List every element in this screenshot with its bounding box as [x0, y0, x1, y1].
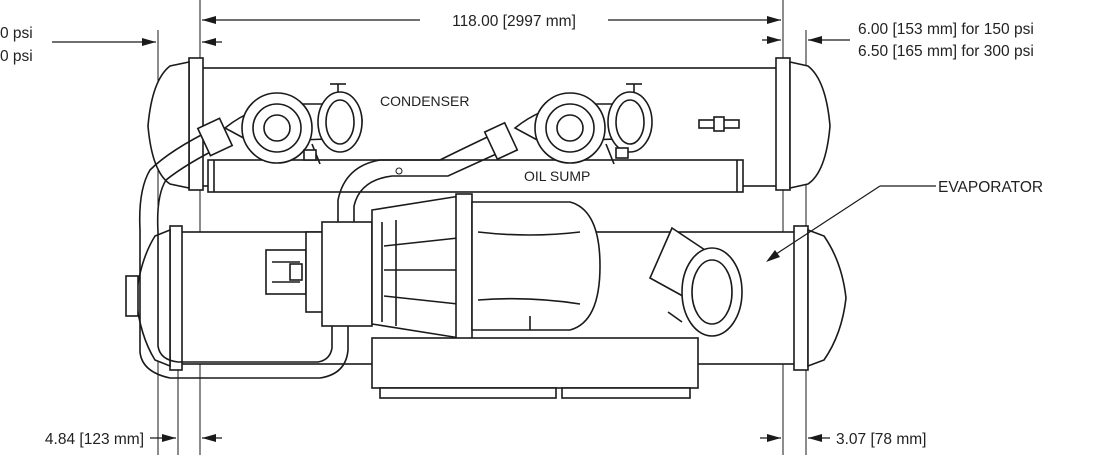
right-clearance-150-label: 6.00 [153 mm] for 150 psi — [858, 21, 1034, 38]
right-clearance-300-label: 6.50 [165 mm] for 300 psi — [858, 43, 1034, 60]
evaporator-label: EVAPORATOR — [938, 179, 1043, 196]
overall-length-label: 118.00 [2997 mm] — [452, 13, 576, 30]
left-tube-offset-dimension — [150, 434, 222, 442]
left-tube-offset-label: 4.84 [123 mm] — [45, 431, 144, 448]
oil-sump-sight-glass — [395, 167, 403, 175]
compressor-motor — [265, 193, 601, 341]
left-clearance-150-label: 0 psi — [0, 25, 33, 42]
overall-length-dimension — [202, 16, 781, 24]
left-clearance-dimension — [52, 38, 222, 46]
condenser-label: CONDENSER — [380, 93, 469, 109]
discharge-pipe-center — [337, 121, 519, 232]
suction-elbow-right — [513, 83, 653, 165]
left-clearance-300-label: 0 psi — [0, 48, 33, 65]
discharge-pipe-left — [138, 117, 349, 379]
evaporator-leader — [766, 185, 936, 262]
oil-sump-label: OIL SUMP — [524, 168, 590, 184]
oil-sump — [207, 159, 744, 193]
suction-elbow-left — [223, 83, 363, 165]
evaporator-suction-elbow — [648, 226, 743, 337]
right-tube-offset-dimension — [760, 434, 830, 442]
right-tube-offset-label: 3.07 [78 mm] — [836, 431, 926, 448]
right-clearance-dimension — [762, 36, 850, 44]
base-frame — [371, 337, 699, 399]
relief-valve — [698, 116, 740, 132]
